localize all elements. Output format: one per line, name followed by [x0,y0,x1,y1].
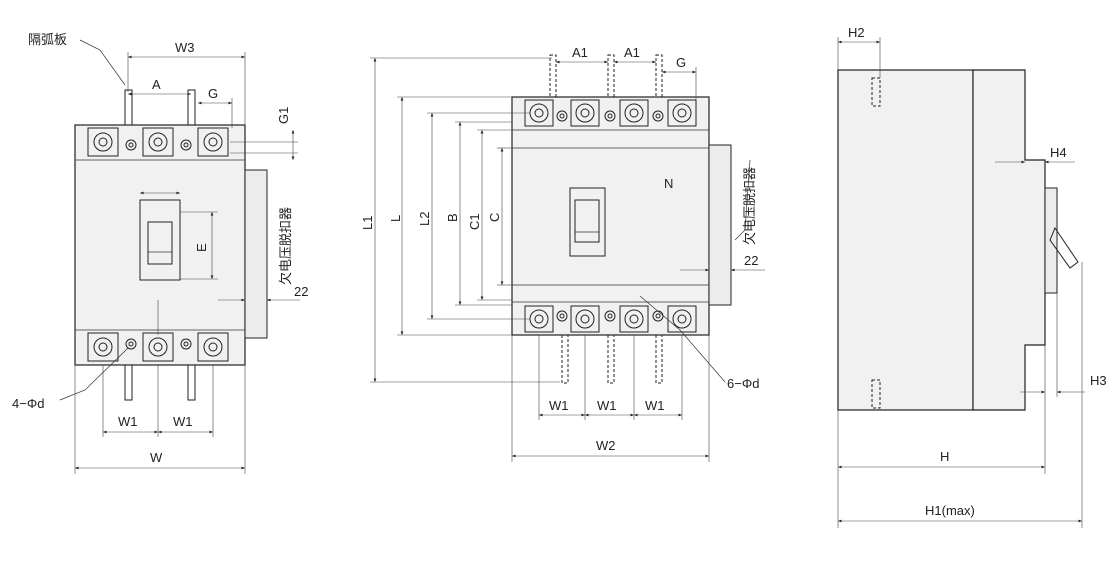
arc-barrier-dashed-top-1 [549,54,557,98]
dim-h1max-label: H1(max) [925,503,975,518]
side-body-base [837,69,974,411]
arc-barrier-dashed-top-2 [607,54,615,98]
mounting-slot-bottom [871,379,881,409]
side-handle-lever [1049,226,1079,269]
dim-w1-label-2: W1 [173,414,193,429]
arc-barrier-dashed-bottom-2 [607,334,615,384]
dim-b-label: B [445,213,460,222]
dim-l1-label: L1 [360,216,375,230]
dim-22-label-mid: 22 [744,253,758,268]
dim-l-label: L [388,215,403,222]
six-phi-d-label: 6−Φd [727,376,759,391]
dim-w1-label-4: W1 [597,398,617,413]
dim-l2-label: L2 [417,212,432,226]
dim-h2-label: H2 [848,25,865,40]
arc-barrier-label: 隔弧板 [28,33,67,48]
dim-22-label-left: 22 [294,284,308,299]
side-handle-base [1044,187,1058,294]
dim-g-label-left: G [208,86,218,101]
arc-barrier-bottom-2 [187,364,196,401]
handle-window [139,199,181,281]
arc-barrier-bottom-1 [124,364,133,401]
dim-e-label: E [194,243,209,252]
arc-barrier-dashed-top-3 [655,54,663,98]
undervoltage-label-left: 欠电压脱扣器 [278,207,294,285]
terminals-top-4pole [524,99,697,127]
side-view [837,37,1085,528]
dim-w1-label-5: W1 [645,398,665,413]
undervoltage-release-box [244,169,268,339]
dim-h-label: H [940,449,949,464]
undervoltage-label-mid: 欠电压脱扣器 [742,167,758,245]
terminals-bottom-3pole [87,332,229,362]
dim-a1-label-2: A1 [624,45,640,60]
dim-h4-label: H4 [1050,145,1067,160]
terminals-top-3pole [87,127,229,157]
neutral-pole-label: N [664,176,673,191]
dim-a1-label-1: A1 [572,45,588,60]
arc-barrier-dashed-bottom-3 [655,334,663,384]
operating-handle-4pole [574,199,600,243]
front-view-4pole [370,54,765,462]
dim-g-label-mid: G [676,55,686,70]
dim-g1-label: G1 [276,107,291,124]
front-view-3pole [59,39,300,474]
breaker-body-3pole [74,124,246,366]
arc-barrier-dashed-bottom-1 [561,334,569,384]
four-phi-d-label: 4−Φd [12,396,44,411]
undervoltage-release-box-4pole [708,144,732,306]
breaker-body-4pole [511,96,710,336]
operating-handle [147,221,173,265]
dim-c-label: C [487,213,502,222]
dim-h3-label: H3 [1090,373,1107,388]
mounting-slot-top [871,77,881,107]
dim-w3-label: W3 [175,40,195,55]
dim-w1-label-3: W1 [549,398,569,413]
arc-barrier-top-1 [124,89,133,126]
dim-w-label: W [150,450,163,465]
dim-c1-label: C1 [467,213,482,230]
dim-w2-label: W2 [596,438,616,453]
arc-barrier-top-2 [187,89,196,126]
handle-window-4pole [569,187,606,257]
dim-w1-label-1: W1 [118,414,138,429]
side-body-cover [972,69,1046,411]
dim-a-label: A [152,77,161,92]
